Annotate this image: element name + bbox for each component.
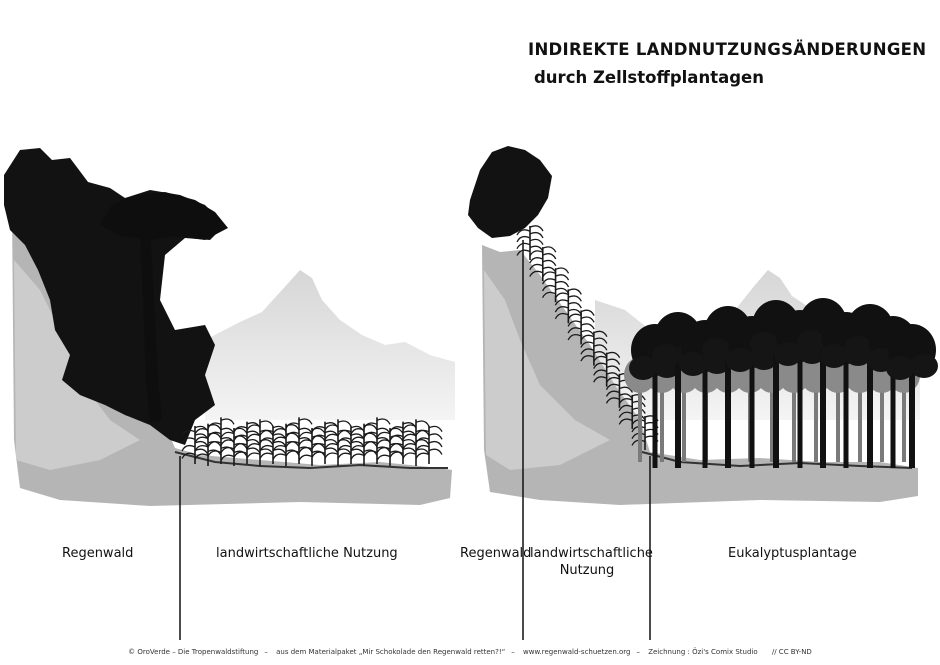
left-ground-mist (14, 260, 140, 470)
diagram-title: INDIREKTE LANDNUTZUNGSÄNDERUNGEN (528, 40, 927, 59)
crop-plant (311, 421, 339, 464)
right-panel (468, 146, 938, 640)
right-label-regenwald: Regenwald (460, 546, 532, 561)
left-tall-tree-trunk (140, 225, 162, 422)
right-label-plantation: Eukalyptusplantage (728, 546, 857, 561)
left-soil-line (174, 451, 448, 470)
crop-plant (415, 425, 443, 464)
diagram-subtitle: durch Zellstoffplantagen (534, 68, 764, 87)
footer-drawing: Zeichnung : Özi's Comix Studio (648, 648, 758, 656)
left-label-regenwald: Regenwald (62, 546, 134, 561)
crop-plant (541, 267, 570, 303)
footer-url: www.regenwald-schuetzen.org (523, 648, 631, 656)
eucalyptus-plantation-trees (624, 298, 938, 468)
eucalyptus-tree (886, 324, 938, 468)
left-label-agriculture: landwirtschaftliche Nutzung (216, 546, 398, 561)
right-label-agriculture-line2: Nutzung (559, 563, 615, 578)
crop-plant (220, 427, 248, 466)
crop-plant (207, 417, 235, 464)
crop-plant (233, 421, 261, 464)
crop-plant (350, 423, 378, 466)
left-crop-field (181, 417, 443, 466)
right-label-agriculture: landwirtschaftliche Nutzung (530, 545, 653, 579)
crop-plant (516, 225, 544, 260)
left-emergent-crown (100, 192, 228, 240)
crop-plant (554, 288, 582, 324)
crop-plant (272, 423, 300, 466)
left-panel (4, 148, 455, 640)
right-rainforest-canopy (468, 146, 552, 238)
footer-credits: © OroVerde – Die Tropenwaldstiftung– aus… (128, 648, 812, 656)
footer-credit: © OroVerde – Die Tropenwaldstiftung (128, 648, 259, 656)
footer-source: aus dem Materialpaket „Mir Schokolade de… (276, 648, 506, 656)
left-mountain (205, 270, 455, 420)
footer-license: // CC BY-ND (771, 648, 812, 656)
right-ground-mist (484, 270, 610, 470)
crop-plant (580, 330, 608, 366)
right-label-agriculture-line1: landwirtschaftliche (530, 546, 653, 561)
